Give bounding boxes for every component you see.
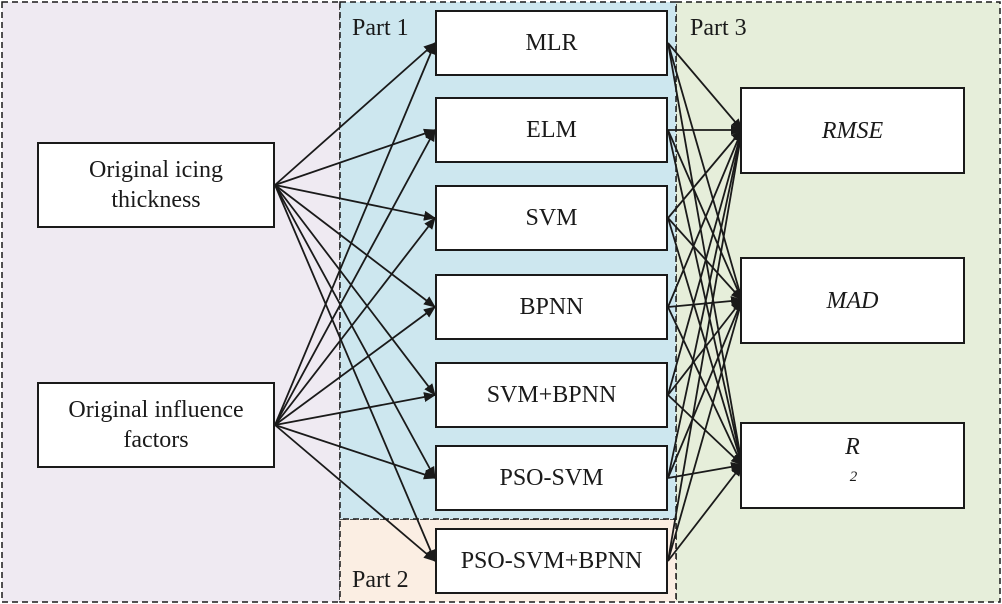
connector-arrow: [667, 129, 743, 219]
model-box-pso-svm-bpnn: PSO-SVM+BPNN: [435, 528, 668, 594]
connector-arrow: [274, 129, 436, 426]
model-label: SVM: [525, 205, 578, 231]
connector-arrow: [274, 184, 436, 308]
connector-arrow: [667, 129, 745, 479]
part3-label: Part 3: [690, 15, 747, 41]
model-label: ELM: [526, 117, 577, 143]
connector-arrow: [274, 184, 436, 396]
metric-label-superscript: 2: [849, 469, 858, 485]
input-line: thickness: [111, 187, 201, 213]
connector-arrow: [274, 184, 436, 221]
part1-label: Part 1: [352, 15, 409, 41]
connector-arrow: [667, 129, 743, 301]
part2-label: Part 2: [352, 567, 409, 593]
metric-label: RMSE: [821, 117, 884, 144]
connector-arrow: [667, 129, 744, 396]
model-label: PSO-SVM+BPNN: [460, 548, 643, 574]
model-box-svm-bpnn: SVM+BPNN: [435, 362, 668, 428]
connector-arrow: [667, 299, 744, 562]
input-line: Original icing: [89, 157, 223, 183]
input-line: Original influence: [68, 397, 244, 423]
model-box-elm: ELM: [435, 97, 668, 163]
connector-arrow: [667, 461, 743, 479]
model-label: PSO-SVM: [499, 465, 604, 491]
connector-arrow: [667, 299, 743, 479]
connector-arrow: [274, 42, 436, 426]
model-label: BPNN: [519, 294, 584, 320]
connector-arrow: [667, 42, 744, 301]
input-region: [1, 1, 341, 603]
connector-arrow: [667, 306, 743, 466]
metric-box-mad: MAD: [740, 257, 965, 344]
connector-arrow: [274, 184, 436, 562]
model-label: SVM+BPNN: [486, 382, 617, 408]
model-box-pso-svm: PSO-SVM: [435, 445, 668, 511]
connector-arrow: [667, 464, 743, 562]
edges-layer: [274, 42, 746, 562]
connector-arrow: [274, 128, 436, 186]
connector-arrow: [667, 129, 746, 562]
connector-arrow: [667, 42, 746, 466]
model-box-svm: SVM: [435, 185, 668, 251]
metric-label-base: R: [845, 434, 860, 460]
connector-arrow: [274, 392, 436, 426]
connector-arrow: [274, 424, 436, 480]
metric-label: MAD: [826, 287, 879, 314]
connector-arrow: [667, 217, 743, 301]
connector-arrow: [274, 42, 436, 186]
connector-arrow: [667, 42, 743, 131]
connector-arrow: [274, 184, 436, 479]
model-label: MLR: [525, 30, 578, 56]
metric-box-rmse: RMSE: [740, 87, 965, 174]
input-box-influence-factors: Original influence factors: [37, 382, 275, 468]
connector-arrow: [274, 217, 436, 426]
model-box-mlr: MLR: [435, 10, 668, 76]
connector-arrow: [667, 129, 745, 466]
connector-arrow: [667, 129, 743, 308]
input-box-icing-thickness: Original icing thickness: [37, 142, 275, 228]
connector-arrow: [274, 306, 436, 426]
model-box-bpnn: BPNN: [435, 274, 668, 340]
input-line: factors: [123, 427, 189, 453]
part1-region: [339, 1, 677, 520]
connector-arrow: [274, 424, 436, 562]
